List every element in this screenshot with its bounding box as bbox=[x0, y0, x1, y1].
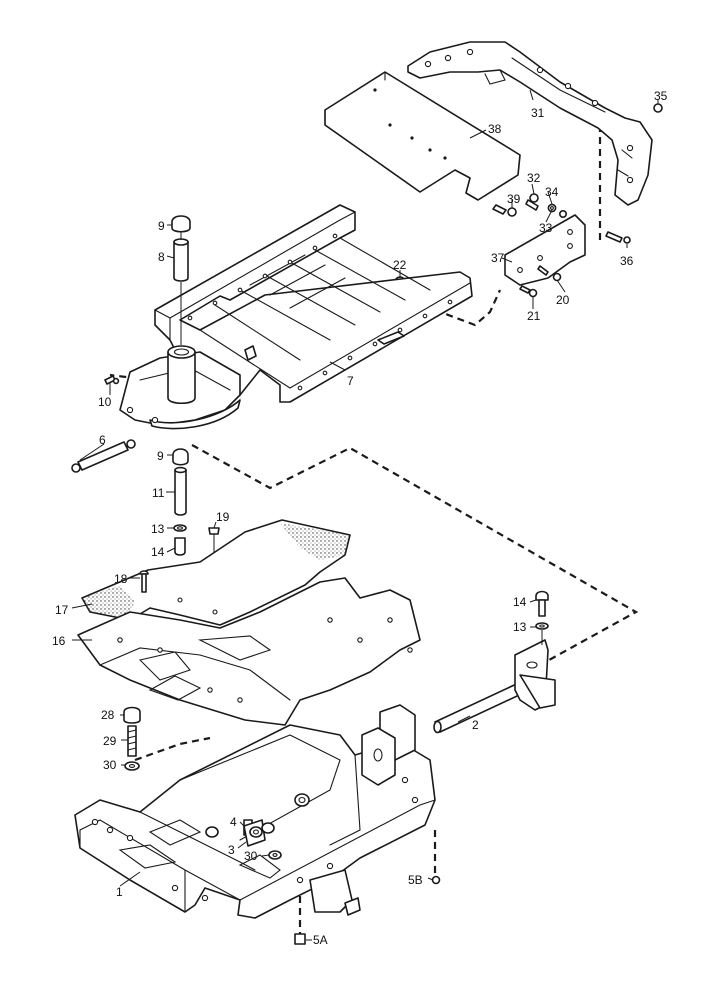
callout-3: 3 bbox=[228, 843, 235, 857]
callout-11: 11 bbox=[152, 486, 165, 500]
part-7-upper-frame bbox=[154, 204, 473, 403]
callout-28: 28 bbox=[101, 708, 115, 722]
part-9-11-13-14-stack bbox=[172, 448, 189, 556]
callout-35: 35 bbox=[654, 89, 668, 103]
callout-10: 10 bbox=[98, 395, 112, 409]
callout-14-left: 14 bbox=[151, 545, 165, 559]
callout-4: 4 bbox=[230, 815, 237, 829]
callout-5A: 5A bbox=[313, 933, 328, 947]
callout-22: 22 bbox=[393, 258, 407, 272]
part-38-top-plate bbox=[324, 71, 521, 201]
callout-13-left: 13 bbox=[151, 522, 165, 536]
part-10-fastener bbox=[104, 375, 120, 385]
part-2-shaft bbox=[433, 639, 556, 734]
callout-2: 2 bbox=[472, 718, 479, 732]
part-31-bumper-bar bbox=[407, 41, 653, 206]
callout-9-top: 9 bbox=[158, 219, 165, 233]
part-8-9-top-pin bbox=[171, 215, 191, 345]
callout-17: 17 bbox=[55, 603, 69, 617]
callout-30-bottom: 30 bbox=[244, 849, 258, 863]
callout-37: 37 bbox=[491, 251, 505, 265]
part-13-14-right-fasteners bbox=[535, 590, 549, 645]
callout-labels: 1 2 3 4 5A 5B 6 7 8 9 9 10 11 13 14 13 1… bbox=[52, 89, 668, 947]
part-18-screw bbox=[139, 570, 149, 593]
callout-39: 39 bbox=[507, 192, 521, 206]
callout-20: 20 bbox=[556, 293, 570, 307]
part-5A-5B-fasteners bbox=[294, 875, 441, 945]
part-3-4-30-bottom bbox=[243, 819, 282, 860]
callout-38: 38 bbox=[488, 122, 502, 136]
callout-29: 29 bbox=[103, 734, 117, 748]
callout-1: 1 bbox=[116, 885, 123, 899]
callout-9-bottom: 9 bbox=[157, 449, 164, 463]
callout-21: 21 bbox=[527, 309, 541, 323]
callout-34: 34 bbox=[545, 185, 559, 199]
callout-5B: 5B bbox=[408, 873, 423, 887]
callout-19: 19 bbox=[216, 510, 230, 524]
callout-30-left: 30 bbox=[103, 758, 117, 772]
callout-8: 8 bbox=[158, 250, 165, 264]
part-6-spring bbox=[71, 439, 136, 473]
part-17-floor-mat bbox=[81, 519, 351, 626]
part-37-bracket bbox=[504, 214, 586, 286]
part-28-29-30-stack bbox=[123, 706, 141, 771]
callout-31: 31 bbox=[531, 106, 545, 120]
callout-6: 6 bbox=[99, 433, 106, 447]
callout-13-right: 13 bbox=[513, 620, 527, 634]
callout-32: 32 bbox=[527, 171, 541, 185]
pivot-sleeve bbox=[167, 345, 196, 405]
callout-7: 7 bbox=[347, 374, 354, 388]
callout-33: 33 bbox=[539, 221, 553, 235]
callout-36: 36 bbox=[620, 254, 634, 268]
callout-leaders bbox=[71, 89, 659, 941]
callout-18: 18 bbox=[114, 572, 128, 586]
callout-16: 16 bbox=[52, 634, 66, 648]
part-16-floor-plate bbox=[77, 577, 421, 726]
callout-14-right: 14 bbox=[513, 595, 527, 609]
